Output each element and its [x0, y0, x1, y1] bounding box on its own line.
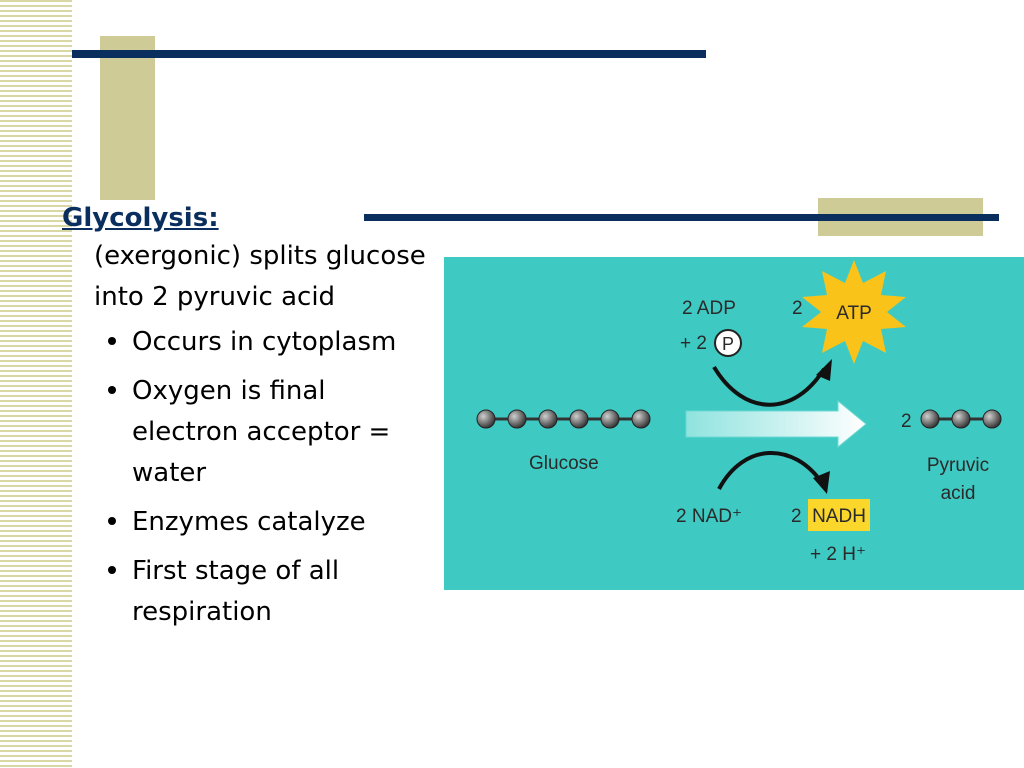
- nadh-box: [808, 499, 870, 531]
- slide-description: (exergonic) splits glucose into 2 pyruvi…: [94, 241, 426, 312]
- pyruvic-molecule: [920, 409, 1002, 429]
- nadh-arrowhead-icon: [813, 471, 830, 494]
- bullet-item: Occurs in cytoplasm: [108, 322, 432, 363]
- bullet-item: Enzymes catalyze: [108, 502, 432, 543]
- decor-bar-top: [72, 50, 706, 58]
- hydrogen-label: + 2 H⁺: [810, 544, 866, 565]
- pyruvic-label-line1: Pyruvic: [927, 455, 989, 476]
- bullet-item: First stage of all respiration: [108, 551, 432, 633]
- bullet-dot-icon: [108, 386, 116, 394]
- adp-label: 2 ADP: [682, 298, 736, 319]
- atp-label: ATP: [836, 303, 872, 324]
- bullet-dot-icon: [108, 517, 116, 525]
- atp-curve-arrow: [712, 365, 826, 407]
- decor-bar-mid: [364, 214, 999, 221]
- bullet-text: First stage of all respiration: [132, 556, 340, 627]
- nad-label: 2 NAD⁺: [676, 506, 742, 527]
- phosphate-circle-icon: [714, 329, 742, 357]
- slide-content: Glycolysis: (exergonic) splits glucose i…: [62, 200, 442, 641]
- atp-arrowhead-icon: [816, 359, 832, 381]
- bullet-list: Occurs in cytoplasm Oxygen is final elec…: [62, 322, 442, 633]
- pyruvic-count: 2: [901, 411, 912, 432]
- bullet-dot-icon: [108, 337, 116, 345]
- nadh-label: NADH: [812, 506, 866, 527]
- atp-burst-icon: [802, 260, 906, 364]
- reaction-arrow: [685, 399, 867, 449]
- nadh-count: 2: [791, 506, 802, 527]
- bullet-text: Oxygen is final electron acceptor = wate…: [132, 376, 391, 488]
- atp-count: 2: [792, 298, 803, 319]
- phosphate-prefix: + 2: [680, 333, 707, 354]
- glycolysis-diagram: Glucose 2 ADP + 2 P 2 ATP 2 Pyruvic acid…: [444, 257, 1024, 590]
- pyruvic-label-line2: acid: [941, 483, 976, 504]
- slide-heading: Glycolysis:: [62, 203, 219, 233]
- bullet-item: Oxygen is final electron acceptor = wate…: [108, 371, 432, 494]
- bullet-text: Enzymes catalyze: [132, 507, 366, 537]
- decor-block-left: [100, 36, 155, 200]
- glucose-label: Glucose: [529, 453, 599, 474]
- nad-curve-arrow: [717, 451, 824, 490]
- phosphate-symbol: P: [722, 334, 734, 354]
- bullet-text: Occurs in cytoplasm: [132, 327, 397, 357]
- bullet-dot-icon: [108, 566, 116, 574]
- glucose-molecule: [476, 409, 651, 429]
- striped-margin: [0, 0, 72, 768]
